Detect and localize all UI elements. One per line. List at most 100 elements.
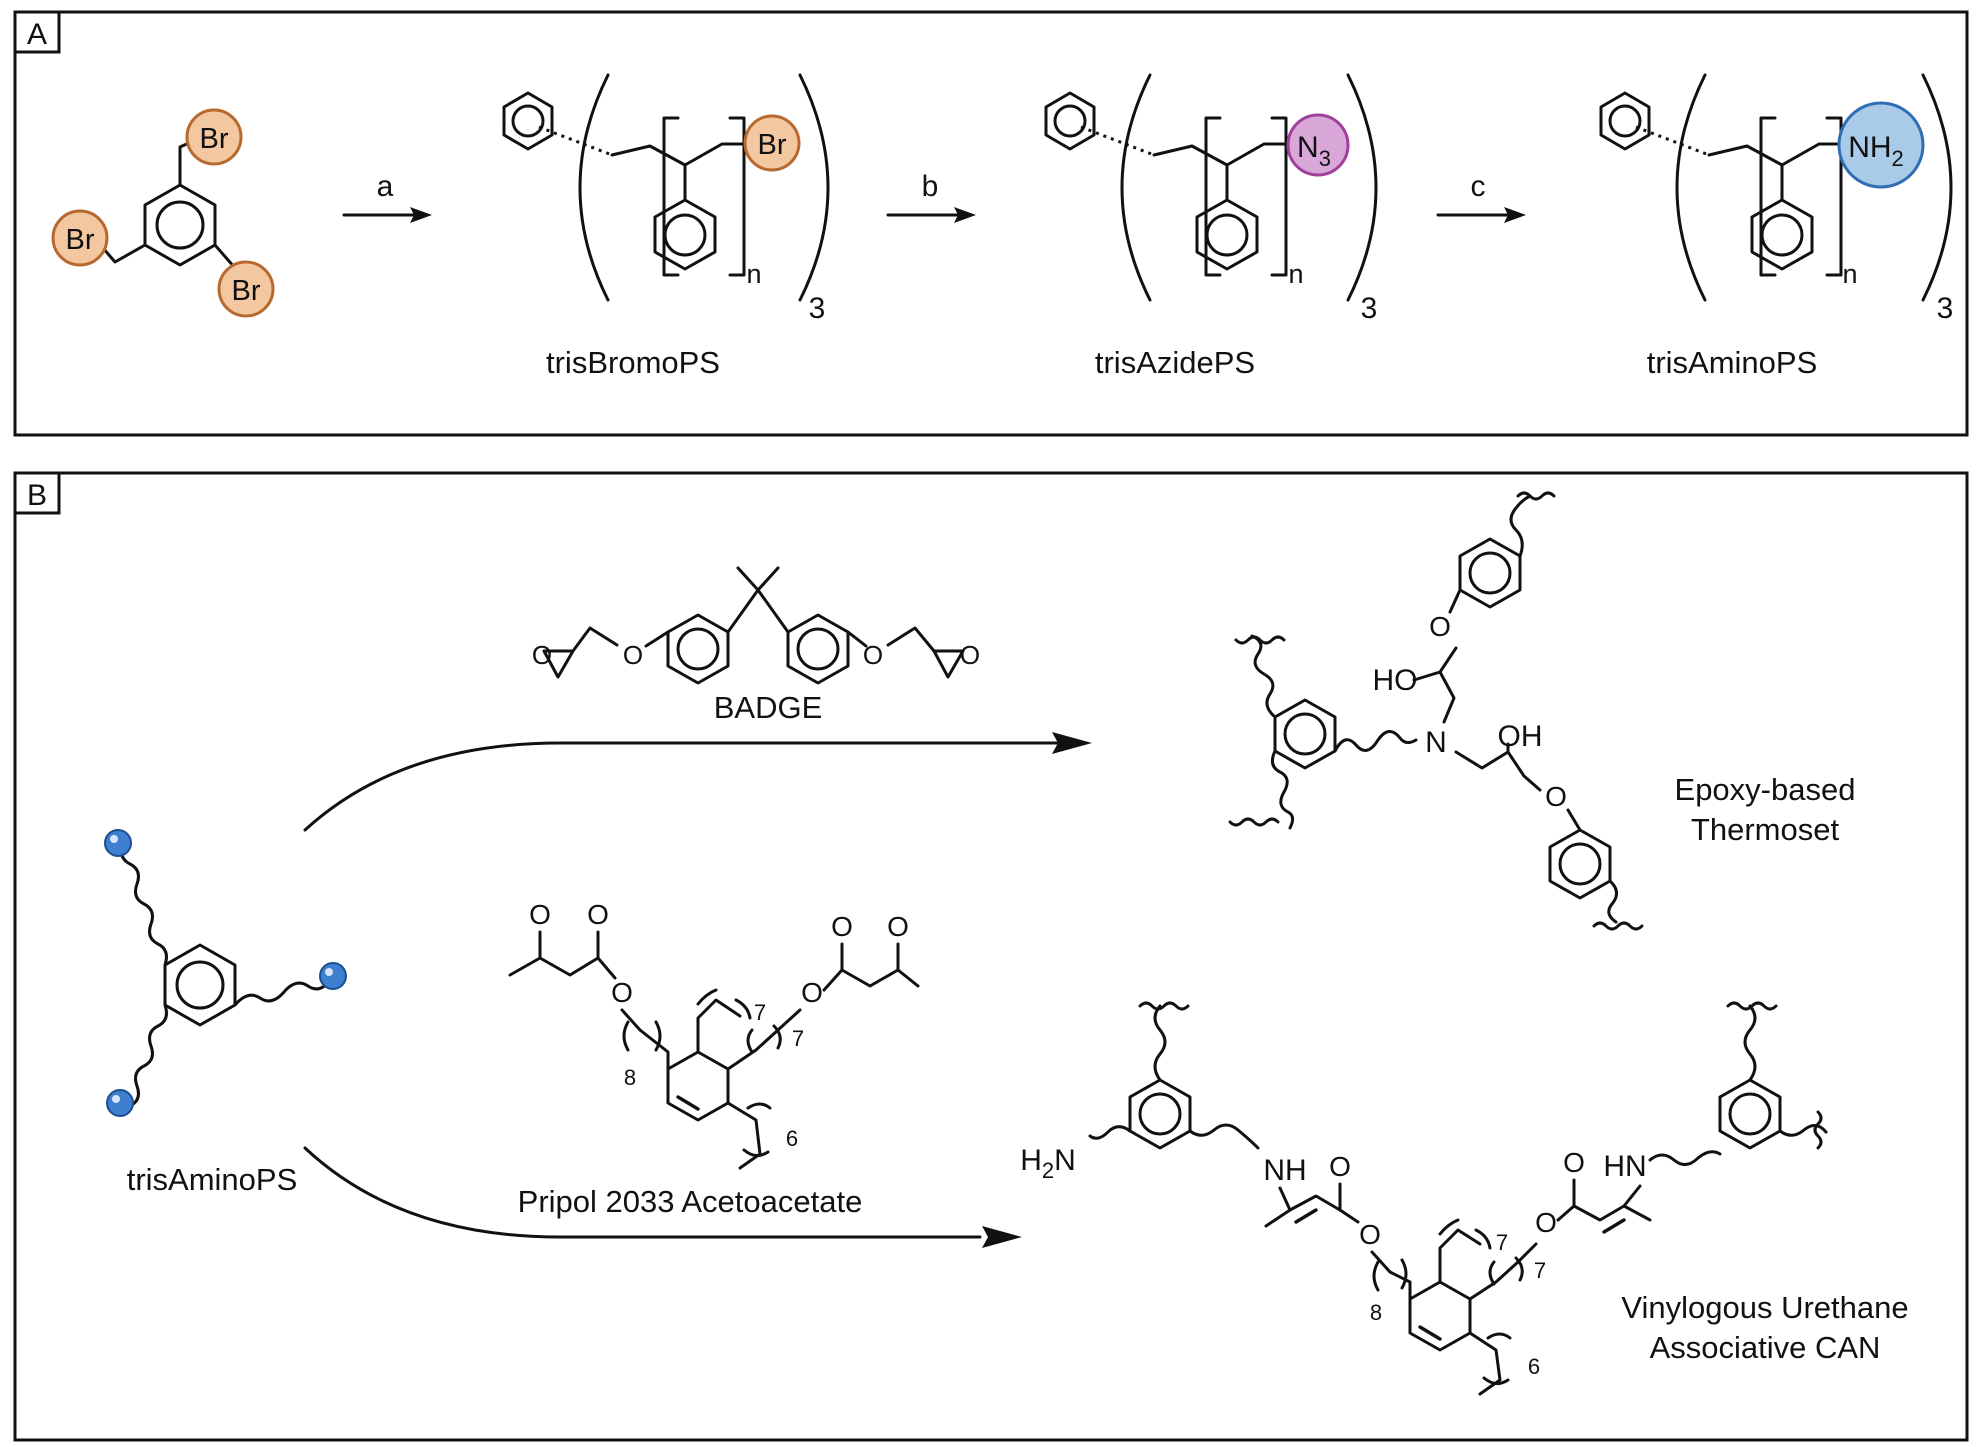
left-repeat-bracket [1759, 116, 1777, 277]
right-core-ring [1718, 1078, 1782, 1150]
ether-oxygen-left: O [623, 640, 643, 670]
panel-b-frame [13, 471, 1969, 1442]
product-name: trisAzidePS [1095, 345, 1255, 380]
c6-bracket-right [742, 1148, 770, 1157]
h2n-label: H2N [1020, 1144, 1076, 1183]
panel-a: A Br Br Br a b c [13, 10, 1969, 437]
central-c8-chain [1370, 1250, 1412, 1301]
right-repeat-bracket [728, 116, 746, 277]
aryl-ring-right [786, 613, 850, 685]
c8-bracket-left [622, 1020, 630, 1052]
product-top-line1: Epoxy-based [1675, 772, 1856, 807]
c6-chain [726, 1101, 762, 1170]
core-ring-circle [1053, 104, 1087, 138]
product-bottom-line1: Vinylogous Urethane [1621, 1290, 1908, 1325]
upper-aryl-circle [1468, 551, 1512, 595]
glycidyl-chain-left [571, 626, 619, 653]
pendant-phenyl-ring [653, 198, 717, 271]
upper-hydroxypropyl-chain [1438, 646, 1458, 724]
central-c8-bracket-left [1372, 1260, 1380, 1292]
pripol-acetoacetate-reagent: O O O 8 7 7 O O O 6 Pripol 2 [508, 899, 920, 1219]
central-c7-alkyl [1438, 1228, 1482, 1284]
pendant-phenyl-circle [663, 213, 707, 257]
right-repeat-bracket [1825, 116, 1843, 277]
lower-terminal-squiggle [1592, 921, 1644, 931]
step-c-label: c [1471, 170, 1486, 203]
dotted-linkage [1080, 125, 1155, 157]
ring-double-bond [676, 1095, 700, 1111]
hn-label-right: HN [1603, 1150, 1646, 1183]
core-ring [502, 91, 554, 151]
bead-highlight-right [325, 968, 333, 976]
ether-oxygen-upper: O [1429, 611, 1451, 642]
wavy-arm-bottom [128, 1003, 168, 1108]
left-top-squiggle [1138, 1001, 1190, 1011]
amine-bead-top [104, 829, 132, 857]
central-c6-bracket-right [1482, 1376, 1510, 1385]
right-enamine-methyl [1622, 1204, 1652, 1222]
repeat-index: n [1842, 259, 1857, 289]
right-ester-link [1556, 1204, 1576, 1222]
step-a-arrow: a [342, 170, 432, 223]
epoxide-ring-right [932, 649, 965, 679]
c7-alkyl-bracket-left [696, 988, 718, 1006]
c6-index: 6 [786, 1126, 798, 1151]
product-name: trisBromoPS [546, 345, 720, 380]
step-b-arrow: b [886, 170, 976, 223]
backbone [1707, 142, 1840, 167]
ketone-oxygen-left: O [529, 899, 551, 930]
left-enamine-methyl [1264, 1208, 1292, 1228]
right-top-wavy [1743, 1004, 1757, 1082]
dotted-linkage [538, 125, 613, 157]
backbone [1152, 142, 1289, 167]
bromine-badge-left [51, 209, 109, 267]
c7-alkyl-index: 7 [754, 1000, 766, 1025]
end-group-label: N3 [1297, 131, 1331, 171]
aryl-ring-left [666, 613, 730, 685]
right-top-squiggle [1726, 1001, 1778, 1011]
central-c6-chain [1468, 1331, 1502, 1396]
acetoacetate-left [508, 956, 617, 980]
glycidyl-chain-right [886, 626, 936, 653]
wavy-to-nitrogen [1333, 730, 1418, 753]
central-c8-index: 8 [1370, 1300, 1382, 1325]
ester-oxygen-left: O [587, 899, 609, 930]
core-ring [1044, 91, 1096, 151]
c8-bracket-right [654, 1020, 662, 1052]
pendant-phenyl-ring [1195, 198, 1259, 271]
central-c8-bracket-right [1400, 1258, 1408, 1290]
left-ester-link [1338, 1208, 1360, 1224]
c8-chain [620, 1008, 670, 1071]
c7-ester-index: 7 [792, 1026, 804, 1051]
upper-terminal-wavy [1509, 494, 1532, 558]
central-c7-alkyl-index: 7 [1496, 1230, 1508, 1255]
panel-b-letter: B [27, 479, 47, 512]
product-trisazideps: N3 n 3 trisAzidePS [1044, 73, 1378, 380]
central-c7-ester-bracket-left [1488, 1260, 1496, 1286]
epoxide-oxygen-right: O [960, 640, 980, 670]
aryl-ring-left-circle [676, 627, 720, 671]
amine-bead-right [319, 962, 347, 990]
end-group-badge [1837, 101, 1925, 189]
isopropylidene-bridge [726, 588, 790, 634]
tribromide-start: Br Br Br [51, 108, 275, 318]
nh-label-left: NH [1263, 1154, 1306, 1187]
central-c7-ester-bracket-right [1514, 1256, 1524, 1282]
amine-nitrogen: N [1425, 726, 1447, 759]
lower-aryl-circle [1558, 842, 1602, 886]
central-benzene-ring [143, 183, 217, 267]
bromine-label-right: Br [232, 275, 261, 307]
left-parenthesis [1675, 73, 1707, 302]
left-nh-wavy [1188, 1123, 1260, 1150]
reagent-top-label: BADGE [714, 690, 823, 725]
ether-oxygen-lower: O [1545, 781, 1567, 812]
methyl-left [736, 566, 760, 592]
trisaminops-star: trisAminoPS [104, 829, 347, 1197]
aryl-ring-right-circle [796, 627, 840, 671]
c7-alkyl-bracket-right [734, 998, 752, 1020]
upper-terminal-squiggle [1516, 491, 1556, 501]
repeat-index: n [746, 259, 761, 289]
left-carbonyl-oxygen: O [1329, 1151, 1351, 1182]
central-c6-bracket-left [1486, 1332, 1512, 1340]
